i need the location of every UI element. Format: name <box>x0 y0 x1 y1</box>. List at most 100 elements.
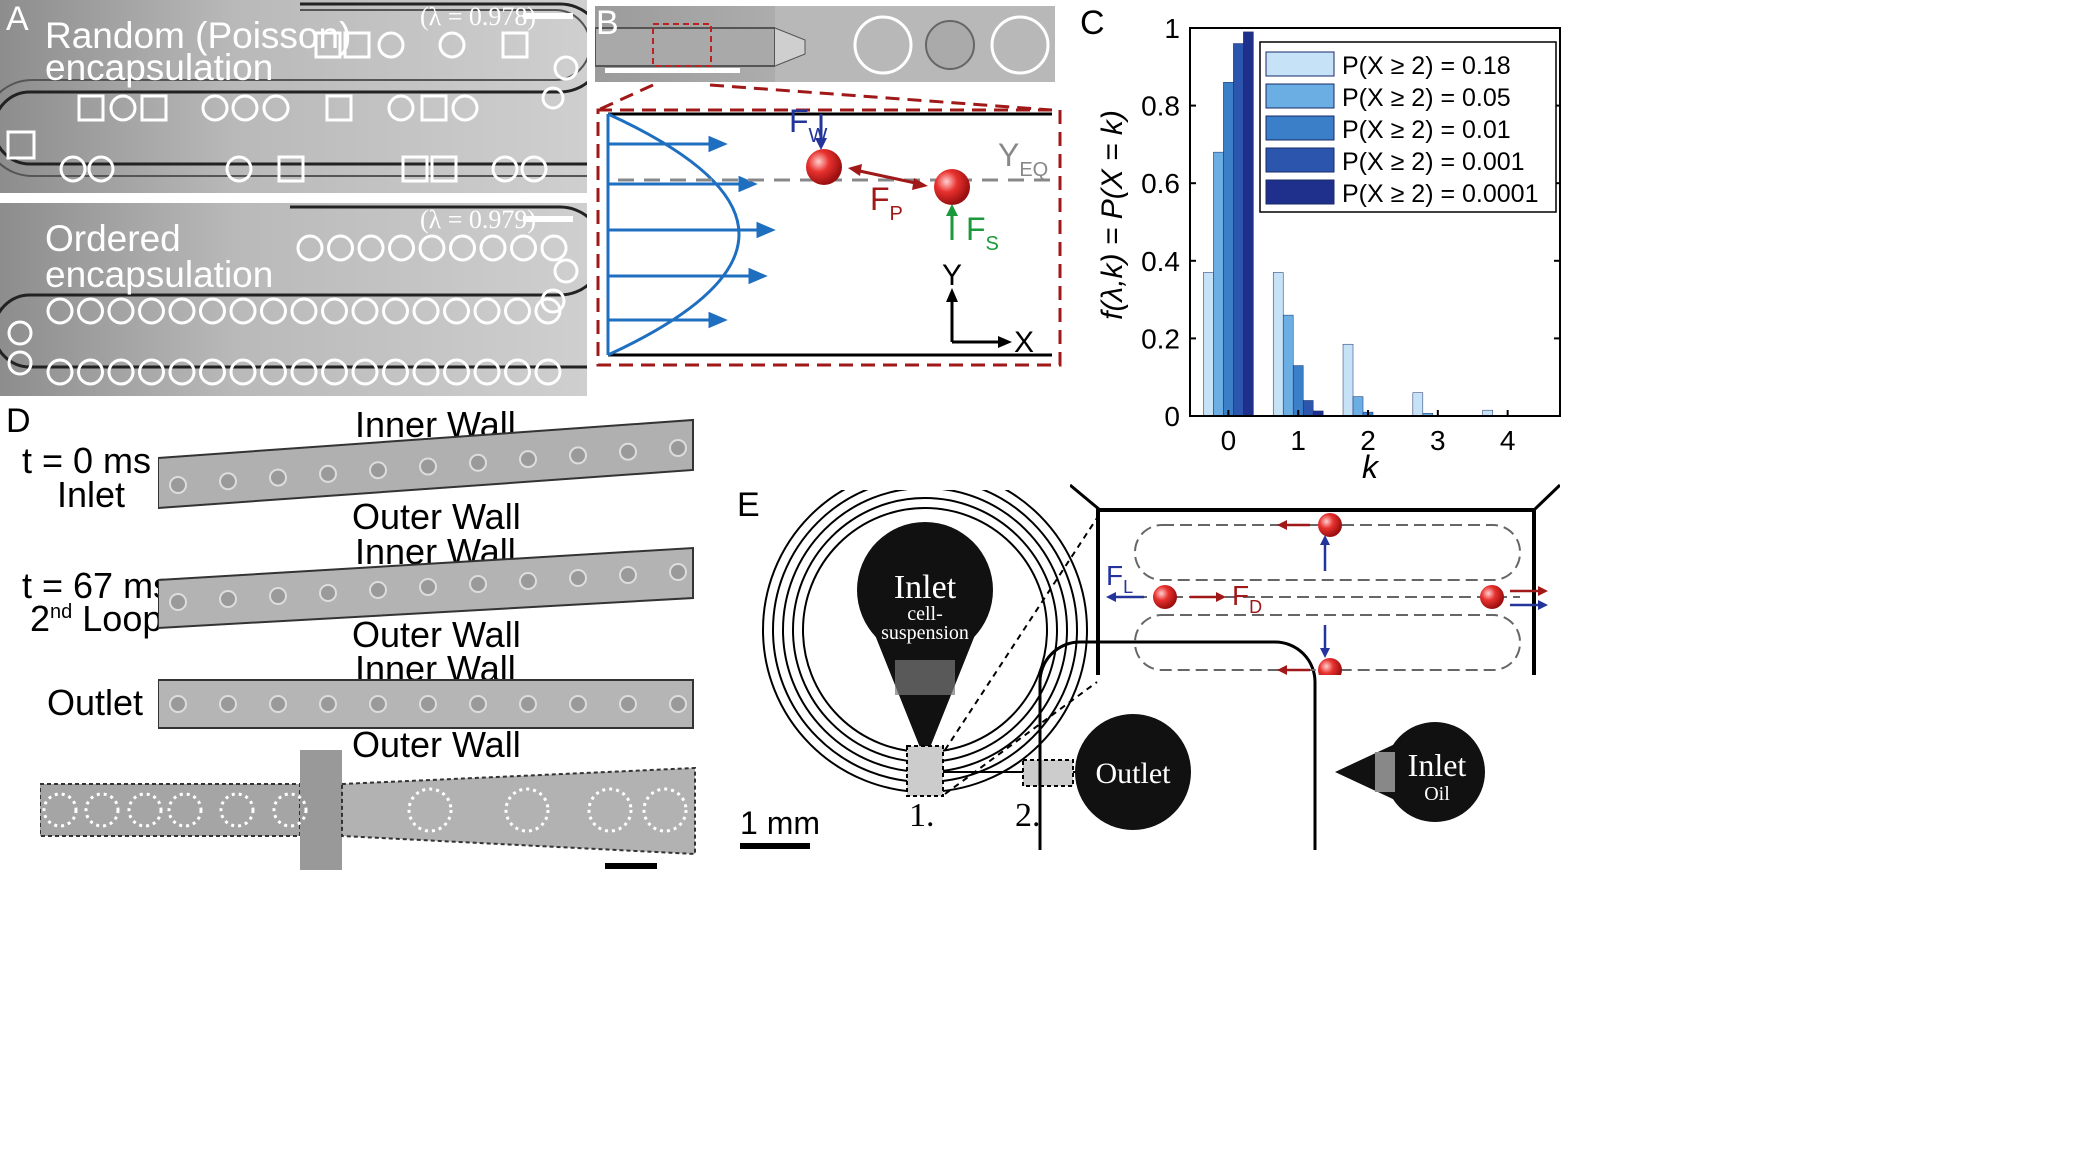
outlet-well <box>1075 714 1191 830</box>
legend-label-3: P(X ≥ 2) = 0.001 <box>1342 148 1525 176</box>
inset-cell-right <box>1480 585 1504 609</box>
legend-swatch-3 <box>1265 147 1335 173</box>
row2-time: t = 67 ms <box>22 565 172 606</box>
scale-label-e: 1 mm <box>740 805 820 841</box>
inlet-oil-label: Inlet <box>1408 747 1467 783</box>
axis-y-label: Y <box>942 259 962 292</box>
row2-location: 2nd Loop <box>30 598 163 639</box>
y-tick-0.4: 0.4 <box>1141 246 1180 277</box>
bar-0-2 <box>1342 343 1354 417</box>
bar-3-0 <box>1233 43 1244 417</box>
legend-label-0: P(X ≥ 2) = 0.18 <box>1342 52 1511 80</box>
panel-label-e: E <box>737 486 760 524</box>
caption-ordered-line1: Ordered <box>45 218 181 259</box>
scale-bar-a-bottom <box>523 216 573 222</box>
row1-time: t = 0 ms <box>22 440 152 481</box>
bar-1-2 <box>1352 396 1364 417</box>
micrograph-inlet <box>158 418 694 510</box>
pair-force-arrow <box>854 168 921 186</box>
inset-lift-label: FL <box>1106 560 1133 597</box>
legend-label-4: P(X ≥ 2) = 0.0001 <box>1342 180 1538 208</box>
device-schematic: Inlet cell- suspension Outlet Inlet Oil … <box>740 490 1485 850</box>
caption-random-line1: Random (Poisson) <box>45 15 352 56</box>
channel-serpentine-ordered <box>0 205 587 386</box>
x-tick-1: 1 <box>1290 425 1306 456</box>
cell-sphere-upper <box>806 149 842 185</box>
row3-location: Outlet <box>47 682 144 723</box>
legend-label-1: P(X ≥ 2) = 0.05 <box>1342 84 1511 112</box>
panel-b-image <box>595 6 1055 82</box>
chart-y-axis-label: f(λ,k) = P(X = k) <box>1096 110 1129 320</box>
bar-3-1 <box>1302 400 1314 417</box>
lambda-ordered: (λ = 0.979) <box>420 205 537 234</box>
flow-profile-arrows <box>608 135 776 329</box>
outer-wall-label-2: Outer Wall <box>352 614 521 655</box>
row1-location: Inlet <box>57 474 126 515</box>
inlet-oil-well <box>1385 722 1485 822</box>
legend-swatch-2 <box>1265 115 1335 141</box>
outlet-label: Outlet <box>1096 757 1172 790</box>
y-tick-0: 0 <box>1164 401 1180 432</box>
x-tick-4: 4 <box>1500 425 1516 456</box>
bar-0-0 <box>1203 272 1214 417</box>
bar-4-0 <box>1243 31 1254 417</box>
marker-region-2 <box>1022 759 1074 787</box>
bar-1-1 <box>1282 314 1294 417</box>
y-tick-0.6: 0.6 <box>1141 168 1180 199</box>
lambda-random: (λ = 0.978) <box>420 2 537 31</box>
chart-legend: P(X ≥ 2) = 0.18P(X ≥ 2) = 0.05P(X ≥ 2) =… <box>1259 41 1557 213</box>
inlet-cell-sub2: suspension <box>881 622 969 644</box>
chart-x-axis-label: k <box>1362 449 1380 480</box>
inlet-cell-sub1: cell- <box>907 603 943 625</box>
panel-label-a: A <box>6 0 29 38</box>
micrograph-second-loop <box>158 546 694 630</box>
y-tick-1: 1 <box>1164 13 1180 44</box>
panel-label-c: C <box>1080 4 1105 42</box>
y-tick-0.8: 0.8 <box>1141 91 1180 122</box>
bar-1-0 <box>1213 151 1224 417</box>
x-tick-2: 2 <box>1360 425 1376 456</box>
channel-serpentine-random <box>0 2 587 183</box>
panel-a-bottom-image: Ordered encapsulation (λ = 0.979) <box>0 203 587 396</box>
cell-sphere-lower <box>934 169 970 205</box>
x-tick-0: 0 <box>1221 425 1237 456</box>
caption-random-line2: encapsulation <box>45 47 274 88</box>
legend-swatch-4 <box>1265 179 1335 205</box>
droplet-generator <box>595 6 1055 82</box>
force-s-label: FS <box>966 211 999 255</box>
x-tick-3: 3 <box>1430 425 1446 456</box>
outer-wall-label-1: Outer Wall <box>352 496 521 537</box>
panel-b-schematic: FW FP FS YEQ Y X <box>596 83 1062 367</box>
micrograph-outlet <box>158 679 694 729</box>
bar-2-1 <box>1292 365 1304 417</box>
y-eq-label: YEQ <box>998 137 1048 181</box>
panel-label-d: D <box>6 402 31 440</box>
marker-2-label: 2. <box>1015 797 1041 834</box>
axis-x-label: X <box>1014 326 1034 359</box>
marker-region-1 <box>906 745 944 797</box>
inlet-cell-well <box>857 522 993 658</box>
legend-swatch-0 <box>1265 51 1335 77</box>
y-tick-0.2: 0.2 <box>1141 323 1180 354</box>
vortex-inset: FL FD <box>1070 483 1560 675</box>
panel-label-b: B <box>596 4 619 42</box>
panel-a-top-image: Random (Poisson) encapsulation (λ = 0.97… <box>0 0 587 193</box>
bar-0-3 <box>1412 392 1424 417</box>
force-w-label: FW <box>789 103 828 147</box>
marker-1-label: 1. <box>909 797 935 834</box>
scale-bar-a-top <box>523 13 573 19</box>
inlet-cell-label: Inlet <box>894 569 957 606</box>
bar-2-0 <box>1223 82 1234 417</box>
inset-drag-label: FD <box>1232 580 1262 617</box>
inset-cell-top <box>1318 513 1342 537</box>
legend-swatch-1 <box>1265 83 1335 109</box>
inset-cell-left <box>1153 585 1177 609</box>
legend-label-2: P(X ≥ 2) = 0.01 <box>1342 116 1511 144</box>
caption-ordered-line2: encapsulation <box>45 254 274 295</box>
micrograph-junction <box>40 750 696 870</box>
inset-cell-bottom <box>1318 658 1342 675</box>
force-p-label: FP <box>870 181 903 225</box>
inlet-oil-sub: Oil <box>1424 783 1450 805</box>
outer-wall-label-3: Outer Wall <box>352 724 521 765</box>
